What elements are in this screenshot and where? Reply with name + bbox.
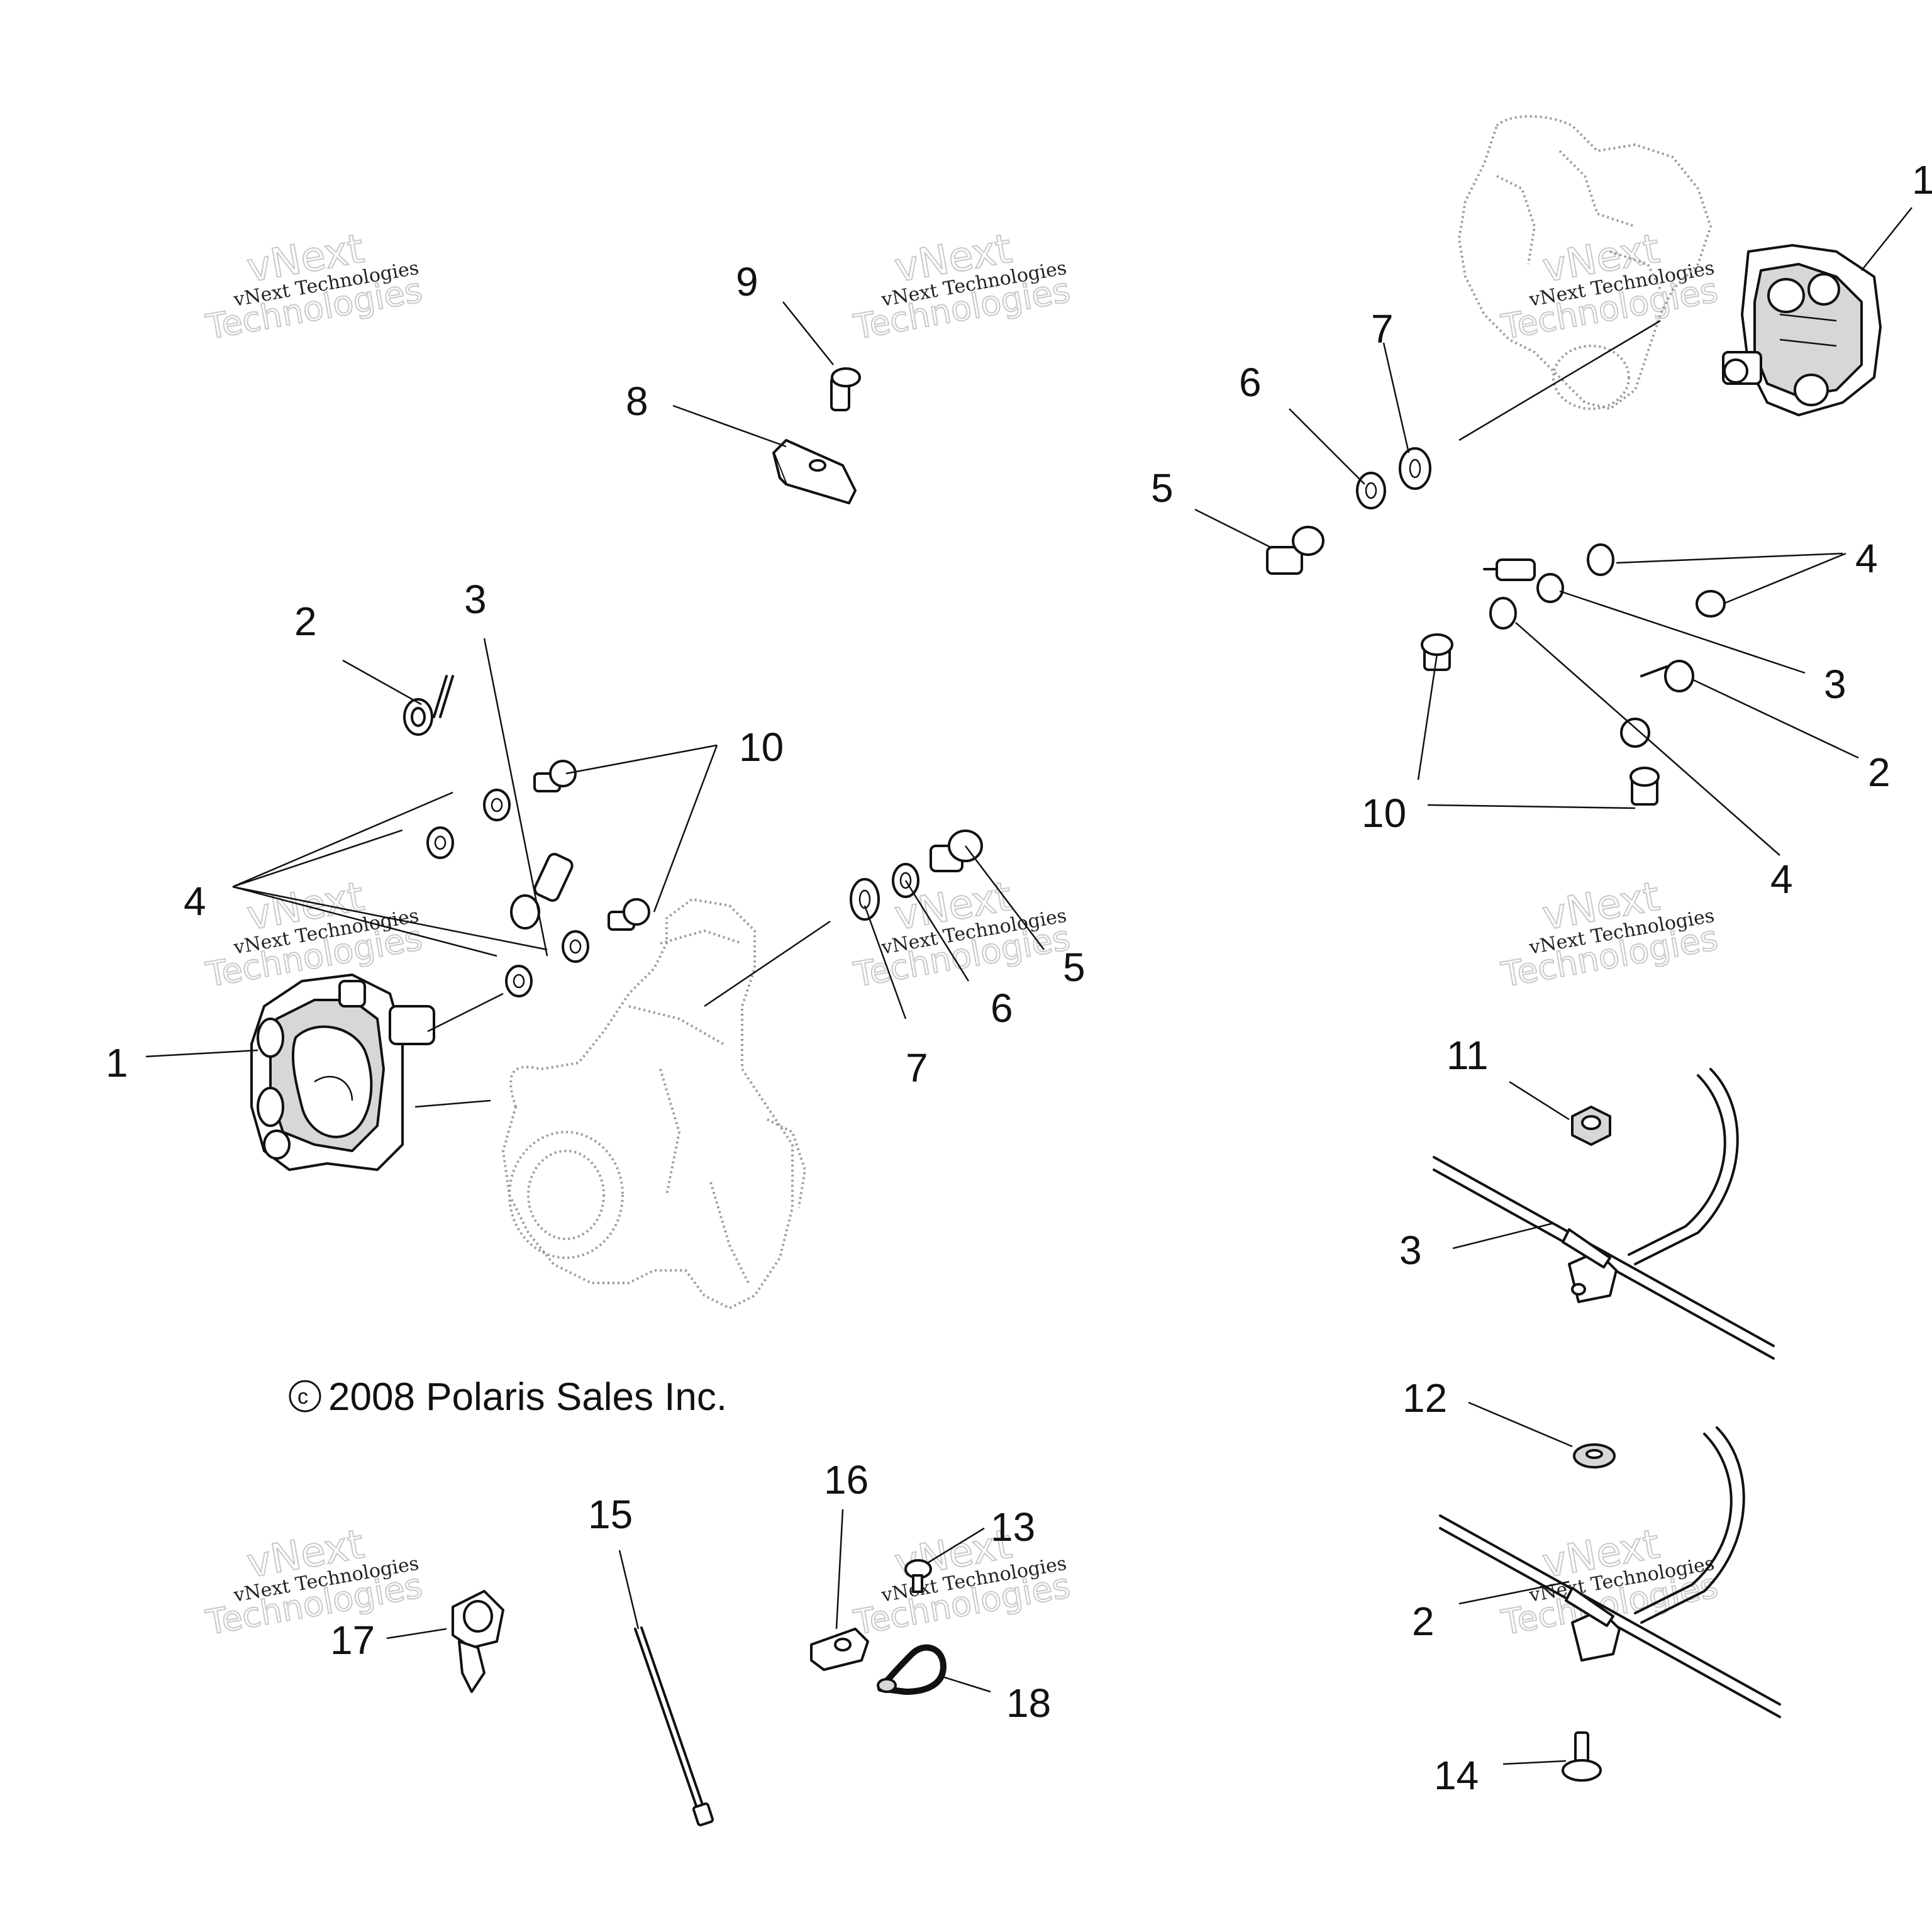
left-brake-caliper xyxy=(250,974,435,1171)
copyright-notice: c 2008 Polaris Sales Inc. xyxy=(289,1375,727,1419)
part-15-cable-tie xyxy=(634,1626,714,1826)
watermark-3: vNext Technologies vNext Technologies xyxy=(1497,225,1721,348)
watermark-4: vNext Technologies vNext Technologies xyxy=(202,873,426,996)
callout-left-6: 6 xyxy=(991,985,1013,1031)
part-11-nut xyxy=(1571,1106,1611,1146)
left-part-2-hose-fitting xyxy=(403,675,454,736)
callout-right-6: 6 xyxy=(1239,360,1262,405)
left-part-3-hose-fitting xyxy=(510,853,574,930)
callout-left-2: 2 xyxy=(294,599,317,644)
part-8-clip xyxy=(772,439,857,504)
part-17-clip xyxy=(452,1590,504,1693)
callout-right-5: 5 xyxy=(1151,465,1174,511)
callout-14: 14 xyxy=(1434,1753,1479,1798)
callout-left-1: 1 xyxy=(106,1040,128,1085)
part-9-rivet xyxy=(830,367,861,411)
callout-11: 11 xyxy=(1446,1033,1488,1078)
callout-right-1: 1 xyxy=(1912,157,1932,203)
callout-left-9: 9 xyxy=(736,259,758,304)
watermark-8: vNext Technologies vNext Technologies xyxy=(850,1521,1074,1643)
watermark-6: vNext Technologies vNext Technologies xyxy=(1497,873,1721,996)
callout-labels: 1 2 3 4 10 9 8 5 6 7 1 7 6 5 4 3 2 10 4 … xyxy=(106,157,1932,1798)
callout-2: 2 xyxy=(1412,1599,1435,1644)
callout-right-7: 7 xyxy=(1371,306,1394,352)
right-hardware-5-6-7 xyxy=(1266,447,1431,575)
callout-left-7: 7 xyxy=(906,1045,928,1091)
leader-lines xyxy=(145,207,1913,1765)
right-brake-caliper xyxy=(1722,244,1882,416)
watermark-1: vNext Technologies vNext Technologies xyxy=(202,225,426,348)
callout-left-3: 3 xyxy=(464,577,487,622)
left-knuckle-ghost xyxy=(502,898,806,1309)
watermark-2: vNext Technologies vNext Technologies xyxy=(850,225,1074,348)
callout-15: 15 xyxy=(588,1492,633,1537)
part-14-bolt xyxy=(1562,1731,1602,1782)
callout-right-2: 2 xyxy=(1868,750,1890,795)
callout-left-5: 5 xyxy=(1063,945,1085,990)
callout-17: 17 xyxy=(330,1618,375,1663)
watermark-5: vNext Technologies vNext Technologies xyxy=(850,873,1074,996)
part-12-washer xyxy=(1573,1443,1616,1468)
callout-3: 3 xyxy=(1399,1228,1422,1273)
right-part-2-hose-fitting xyxy=(1640,660,1694,692)
right-bolts-10 xyxy=(1421,633,1660,806)
copyright-text: 2008 Polaris Sales Inc. xyxy=(328,1375,727,1419)
callout-18: 18 xyxy=(1006,1680,1051,1726)
callout-12: 12 xyxy=(1402,1375,1447,1421)
callout-right-3: 3 xyxy=(1824,662,1846,707)
callout-left-4: 4 xyxy=(184,879,206,924)
callout-left-10: 10 xyxy=(739,724,784,770)
callout-13: 13 xyxy=(991,1504,1035,1550)
callout-left-8: 8 xyxy=(626,379,648,424)
part-18-p-clamp xyxy=(877,1644,947,1695)
part-13-screw xyxy=(904,1559,932,1593)
right-knuckle-ghost xyxy=(1458,115,1712,410)
watermark-7: vNext Technologies vNext Technologies xyxy=(202,1521,426,1643)
part-16-clip xyxy=(810,1628,869,1671)
callout-right-4a: 4 xyxy=(1855,536,1878,581)
brake-line-assembly-2 xyxy=(1439,1426,1781,1718)
left-bolts-10 xyxy=(533,760,650,931)
brake-line-assembly-3 xyxy=(1433,1068,1775,1360)
callout-right-4b: 4 xyxy=(1770,857,1793,902)
callout-right-10: 10 xyxy=(1362,791,1406,836)
right-part-3-hose-fitting xyxy=(1483,558,1564,603)
copyright-symbol: c xyxy=(297,1385,308,1409)
callout-16: 16 xyxy=(824,1457,869,1502)
watermark-group: vNext Technologies vNext Technologies vN… xyxy=(202,225,1721,1643)
left-washers-4 xyxy=(426,789,589,997)
